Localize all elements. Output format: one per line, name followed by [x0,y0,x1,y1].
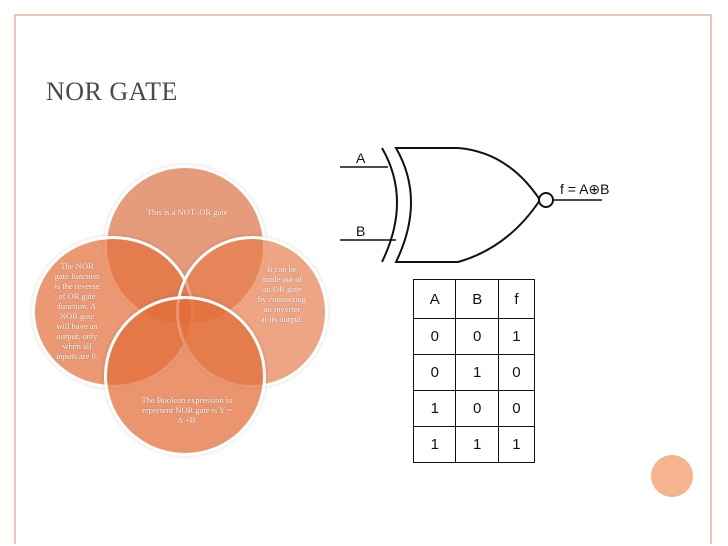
slide-frame-top [14,14,712,16]
gate-diagram: A B f = A⊕B [340,147,609,263]
truth-row-2: 0 1 0 [412,354,536,391]
venn-top-text: This is a NOT–OR gate [146,207,228,217]
venn-circle-bottom [104,296,266,456]
truth-cell: 1 [412,426,457,463]
truth-header-f: f [497,279,536,319]
truth-header-b: B [455,279,499,319]
output-expression: f = A⊕B [560,181,609,197]
venn-left-text: The NOR gate function is the reverse of … [54,261,100,361]
gate-body [394,147,542,263]
truth-cell: 0 [455,390,499,427]
gate-back-curve-outer [381,147,398,263]
venn-right-text: It can be made out of an OR gate by conn… [258,264,306,324]
venn-bottom-text: The Boolean expression to represent NOR … [141,395,233,425]
truth-row-4: 1 1 1 [412,426,536,463]
decorative-orange-dot [651,455,693,497]
input-a-label: A [356,150,366,166]
truth-table-header-row: A B f [412,279,536,319]
truth-row-1: 0 0 1 [412,318,536,355]
truth-table: A B f 0 0 1 0 1 0 1 0 0 1 1 [412,279,536,463]
truth-cell: 1 [497,426,536,463]
truth-row-3: 1 0 0 [412,390,536,427]
truth-cell: 0 [497,354,536,391]
truth-cell: 1 [455,354,499,391]
truth-cell: 0 [497,390,536,427]
truth-cell: 0 [412,318,457,355]
truth-cell: 1 [412,390,457,427]
truth-cell: 0 [412,354,457,391]
input-b-label: B [356,223,365,239]
truth-header-a: A [412,279,457,319]
truth-cell: 1 [497,318,536,355]
slide-title: NOR GATE [46,77,178,106]
truth-cell: 0 [455,318,499,355]
inverter-bubble [538,192,554,208]
truth-cell: 1 [455,426,499,463]
